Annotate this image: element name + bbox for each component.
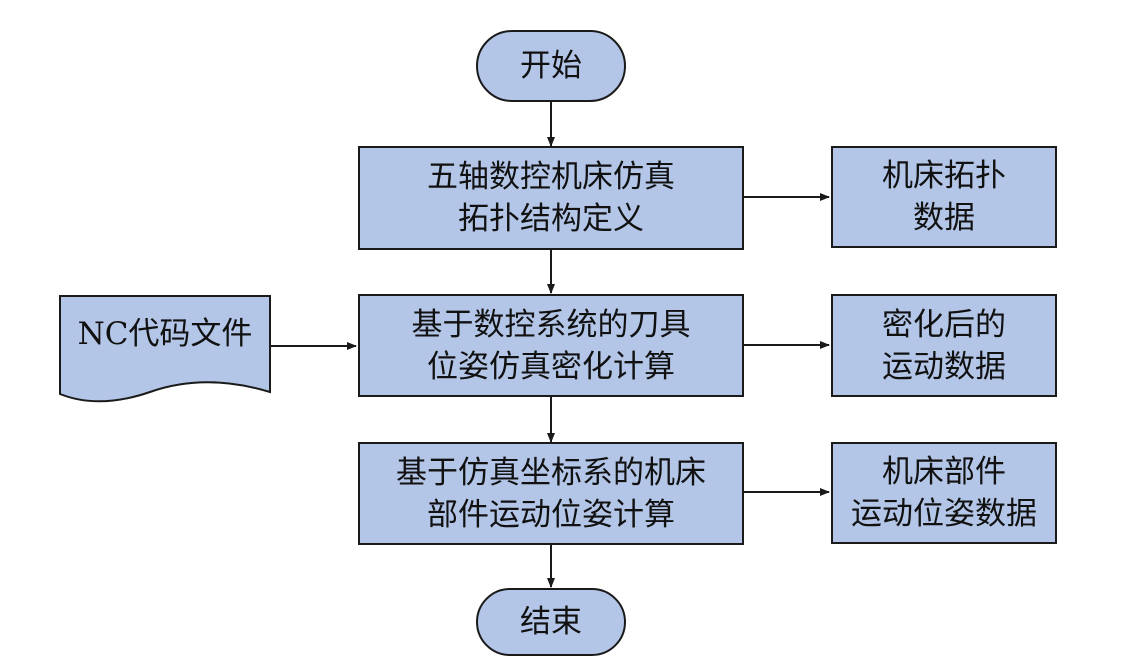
process-step1: 五轴数控机床仿真 拓扑结构定义 (358, 146, 744, 250)
end-terminal: 结束 (476, 588, 626, 656)
output-out1: 机床拓扑 数据 (831, 146, 1057, 248)
process-step3: 基于仿真坐标系的机床 部件运动位姿计算 (358, 442, 744, 545)
start-terminal: 开始 (476, 30, 626, 102)
output-out2: 密化后的 运动数据 (831, 294, 1057, 397)
process-step2: 基于数控系统的刀具 位姿仿真密化计算 (358, 294, 744, 397)
nc-file-input-label: NC代码文件 (77, 315, 253, 352)
nc-file-document-shape (59, 295, 271, 403)
output-out3: 机床部件 运动位姿数据 (831, 442, 1057, 544)
